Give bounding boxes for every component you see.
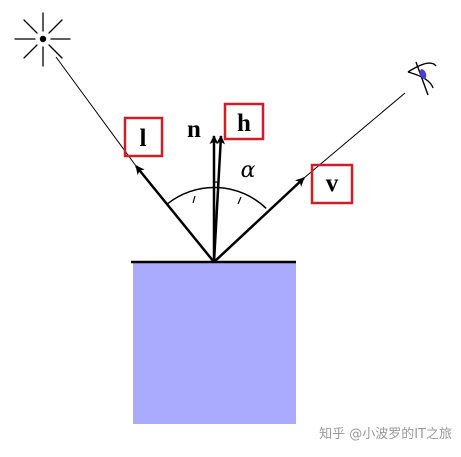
light-vector-arrow xyxy=(136,166,214,262)
eye-icon xyxy=(408,62,436,95)
half-vector-label: h xyxy=(237,110,251,137)
normal-vector-label: n xyxy=(187,116,201,143)
view-vector-arrow xyxy=(214,178,304,262)
surface-block xyxy=(133,262,296,424)
arc-tick-right xyxy=(238,197,241,204)
sun-icon xyxy=(15,13,70,66)
watermark-text: 知乎 @小波罗的IT之旅 xyxy=(319,426,452,442)
alpha-label: α xyxy=(241,158,256,183)
arc-tick-left xyxy=(193,196,195,203)
light-vector-label: l xyxy=(140,125,147,152)
view-vector-label: v xyxy=(326,170,339,197)
